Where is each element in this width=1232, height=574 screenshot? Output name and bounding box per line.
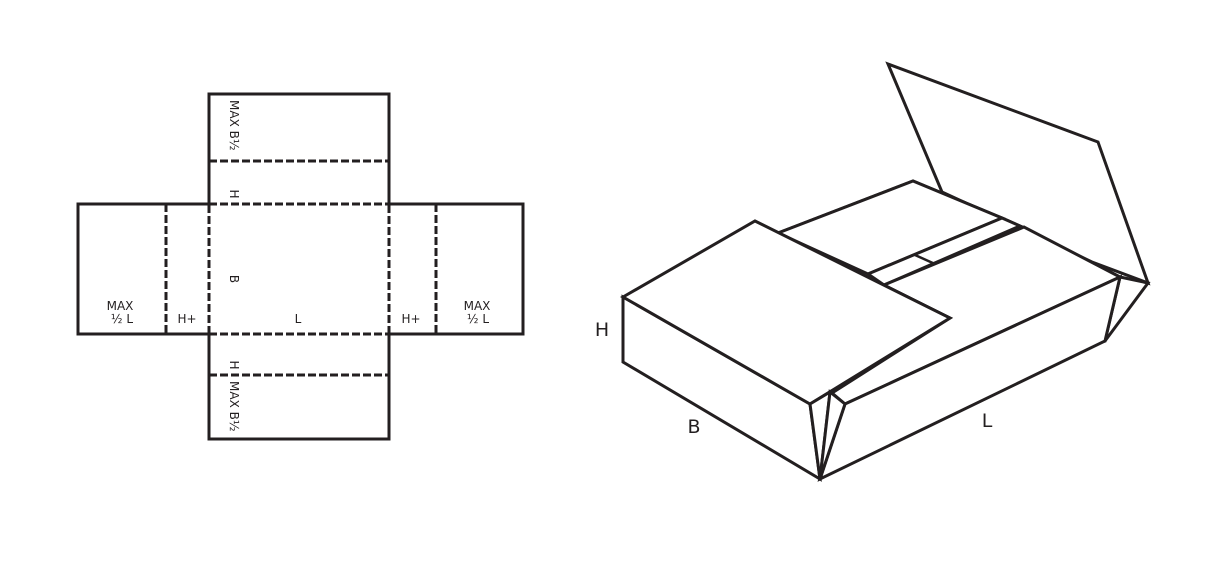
right-h-plus-label: H+ [401,312,420,326]
left-h-plus-label: H+ [177,312,196,326]
front-left-flap [619,219,954,406]
assembled-box-3d [619,61,1151,482]
bottom-h-label: H [227,360,241,369]
center-l-label: L [295,312,302,326]
flat-box-layout [76,92,525,441]
layout-outline [76,92,525,441]
center-b-label: B [227,275,241,283]
front-corner-right [818,389,847,480]
top-h-label: H [227,189,241,198]
right-flap-max-label: MAX [464,299,491,313]
box-breadth-label: B [687,416,700,438]
left-flap-max-label: MAX [107,299,134,313]
box-3d-labels: H B L [595,319,993,438]
flat-layout-labels: MAX ½ L H+ L B H+ MAX ½ L H MAX B½ H MAX… [107,100,491,431]
top-flap-label: MAX B½ [227,100,241,150]
bottom-flap-label: MAX B½ [227,381,241,431]
right-flap-half-l-label: ½ L [467,312,489,326]
box-length-label: L [982,410,993,432]
box-height-label: H [595,319,609,341]
left-flap-half-l-label: ½ L [111,312,133,326]
center-strip-seam [914,253,936,266]
fold-lines [164,159,438,377]
